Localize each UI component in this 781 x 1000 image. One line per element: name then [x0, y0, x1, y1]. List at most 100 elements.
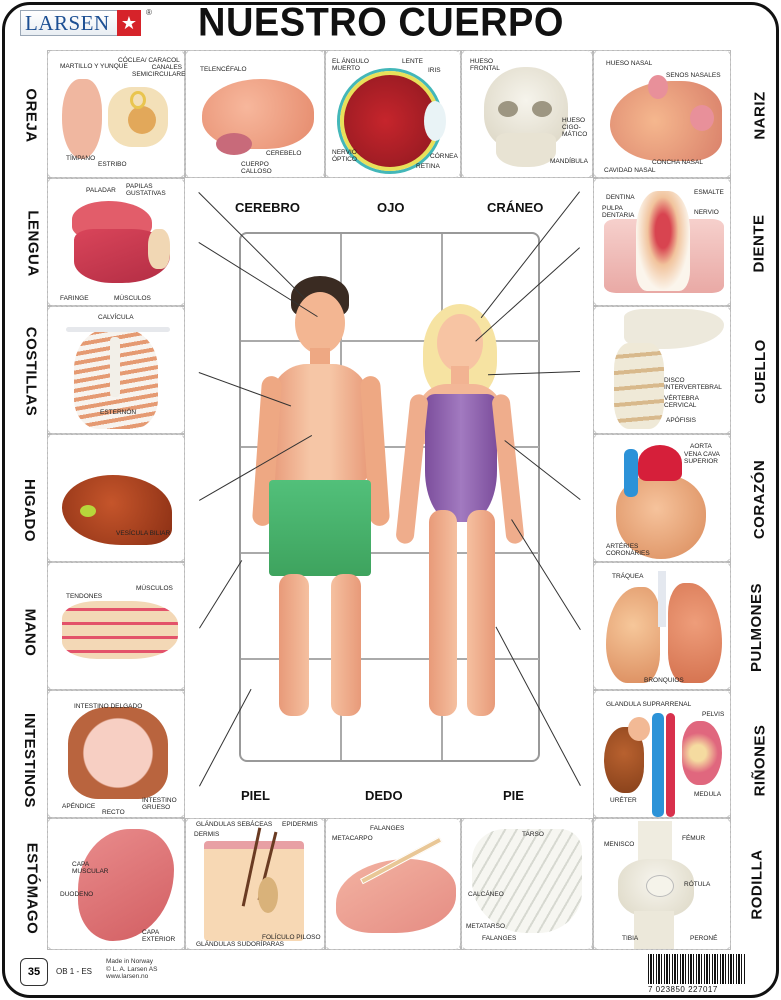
piece-corazon[interactable]: AORTA VENA CAVA SUPERIOR ARTÉRIES CORONÀ…: [593, 434, 731, 562]
leader-line: [199, 560, 243, 629]
annotation: PULPA DENTARIA: [602, 205, 635, 219]
annotation: MENISCO: [604, 841, 635, 848]
label-nariz: NARIZ: [751, 91, 769, 140]
spine-illustration-icon: [614, 343, 664, 429]
annotation: VENA CAVA SUPERIOR: [684, 451, 720, 465]
label-rodilla: RODILLA: [748, 849, 766, 920]
annotation: PERONÉ: [690, 935, 718, 942]
annotation: CEREBELO: [266, 150, 302, 157]
annotation: FALANGES: [370, 825, 405, 832]
annotation: HUESO CIGO-MÁTICO: [562, 117, 588, 138]
piece-higado[interactable]: VESÍCULA BILIAR: [47, 434, 185, 562]
piece-cerebro[interactable]: TELENCÉFALO CEREBELO CUERPO CALLOSO: [185, 50, 325, 178]
annotation: TRÁQUEA: [612, 573, 644, 580]
girl-leg-right-icon: [467, 510, 495, 716]
intestines-illustration-icon: [68, 707, 168, 799]
annotation: EPIDERMIS: [282, 821, 318, 828]
annotation: GLANDULA SUPRARRENAL: [606, 701, 692, 708]
piece-divider: [241, 446, 539, 448]
follicle-icon: [258, 877, 278, 913]
right-lung-illustration-icon: [668, 583, 722, 683]
girl-swimsuit-icon: [425, 394, 497, 522]
adrenal-gland-icon: [628, 717, 650, 741]
annotation: DISCO INTERVERTEBRAL: [664, 377, 722, 391]
annotation: CONCHA NASAL: [652, 159, 703, 166]
annotation: FARINGE: [60, 295, 89, 302]
boy-shorts-icon: [269, 480, 371, 576]
jaw-icon: [496, 133, 556, 167]
center-label-pie: PIE: [503, 788, 524, 803]
piece-divider: [241, 552, 539, 554]
annotation: DUODENO: [60, 891, 94, 898]
annotation: PELVIS: [702, 711, 725, 718]
annotation: TÍMPANO: [66, 155, 96, 162]
barcode-icon: [648, 954, 746, 984]
annotation: TARSO: [522, 831, 544, 838]
annotation: INTESTINO GRUESO: [142, 797, 177, 811]
piece-rinones[interactable]: GLANDULA SUPRARRENAL PELVIS URÉTER MEDUL…: [593, 690, 731, 818]
annotation: RÓTULA: [684, 881, 711, 888]
larsen-logo: LARSEN ★: [20, 10, 141, 36]
piece-estomago[interactable]: CAPA MUSCULAR DUODENO CAPA EXTERIOR: [47, 818, 185, 950]
piece-craneo[interactable]: HUESO FRONTAL HUESO CIGO-MÁTICO MANDÍBUL…: [461, 50, 593, 178]
label-costillas: COSTILLAS: [22, 326, 40, 417]
eye-socket-right-icon: [532, 101, 552, 117]
brand-name: LARSEN: [25, 11, 110, 35]
piece-nariz[interactable]: HUESO NASAL SENOS NASALES CONCHA NASAL C…: [593, 50, 731, 178]
center-label-craneo: CRÁNEO: [487, 200, 544, 215]
annotation: TIBIA: [622, 935, 639, 942]
piece-mano[interactable]: TENDONES MÚSCULOS: [47, 562, 185, 690]
annotation: MÚSCULOS: [136, 585, 173, 592]
piece-divider: [241, 658, 539, 660]
piece-divider: [241, 340, 539, 342]
made-in: Made in Norway: [106, 958, 153, 965]
annotation: FOLÍCULO PILOSO: [262, 934, 321, 941]
canals-icon: [130, 91, 146, 109]
tooth-illustration-icon: [636, 191, 690, 291]
piece-piel[interactable]: GLÁNDULAS SEBÁCEAS EPIDERMIS DERMIS FOLÍ…: [185, 818, 325, 950]
annotation: TENDONES: [66, 593, 103, 600]
label-intestinos: INTESTINOS: [21, 712, 39, 809]
annotation: CUERPO CALLOSO: [241, 161, 272, 175]
piece-intestinos[interactable]: INTESTINO DELGADO APÉNDICE RECTO INTESTI…: [47, 690, 185, 818]
jaw-bone-icon: [148, 229, 170, 269]
annotation: PAPILAS GUSTATIVAS: [126, 183, 166, 197]
label-rinones: RIÑONES: [751, 724, 769, 797]
annotation: EL ÁNGULO MUERTO: [332, 58, 369, 72]
piece-oreja[interactable]: CÓCLEA/ CARACOL MARTILLO Y YUNQUE CANALE…: [47, 50, 190, 178]
patella-icon: [646, 875, 674, 897]
annotation: CAPA MUSCULAR: [72, 861, 109, 875]
girl-leg-left-icon: [429, 510, 457, 716]
piece-ojo[interactable]: EL ÁNGULO MUERTO LENTE IRIS NERVIO ÓPTIC…: [325, 50, 461, 178]
piece-cuello[interactable]: DISCO INTERVERTEBRAL VÉRTEBRA CERVICAL A…: [593, 306, 731, 434]
left-lung-illustration-icon: [606, 587, 660, 683]
piece-diente[interactable]: DENTINA ESMALTE PULPA DENTARIA NERVIO: [593, 178, 731, 306]
piece-pulmones[interactable]: TRÁQUEA BRONQUIOS: [593, 562, 731, 690]
piece-count: 35: [27, 966, 41, 978]
piece-rodilla[interactable]: MENISCO FÉMUR RÓTULA TIBIA PERONÉ: [593, 818, 731, 950]
annotation: ESTRIBO: [98, 161, 127, 168]
annotation: CALVÍCULA: [98, 314, 134, 321]
right-kidney-illustration-icon: [682, 721, 722, 785]
piece-pie[interactable]: TARSO CALCÁNEO METATARSO FALANGES: [461, 818, 593, 950]
annotation: TELENCÉFALO: [200, 66, 247, 73]
annotation: CAPA EXTERIOR: [142, 929, 176, 943]
annotation: ARTÉRIES CORONÀRIES: [606, 543, 650, 557]
boy-neck-icon: [310, 348, 330, 368]
annotation: FÉMUR: [682, 835, 706, 842]
annotation: MANDÍBULA: [550, 158, 588, 165]
annotation: CALCÁNEO: [468, 891, 504, 898]
piece-costillas[interactable]: CALVÍCULA ESTERNÓN: [47, 306, 185, 434]
label-cuello: CUELLO: [751, 339, 769, 404]
label-estomago: ESTÓMAGO: [23, 842, 41, 935]
annotation: URÉTER: [610, 797, 637, 804]
ear-illustration-icon: [62, 79, 102, 159]
annotation: MÚSCULOS: [114, 295, 151, 302]
piece-dedo[interactable]: FALANGES METACARPO: [325, 818, 461, 950]
annotation: MEDULA: [694, 791, 722, 798]
piece-lengua[interactable]: PALADAR PAPILAS GUSTATIVAS FARINGE MÚSCU…: [47, 178, 185, 306]
center-label-ojo: OJO: [377, 200, 405, 215]
stomach-illustration-icon: [78, 829, 174, 941]
annotation: NERVIO: [694, 209, 719, 216]
trachea-icon: [658, 571, 666, 627]
